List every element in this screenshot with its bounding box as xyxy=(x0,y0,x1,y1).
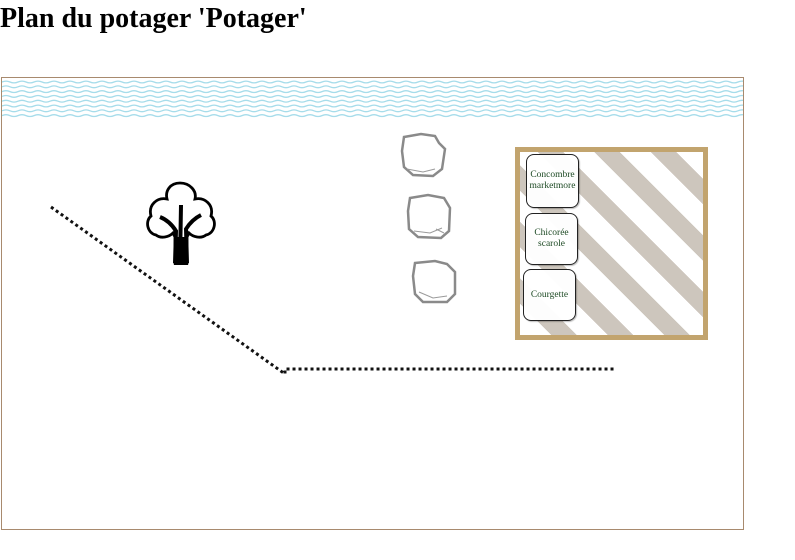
water-wave-line xyxy=(2,85,743,89)
raised-bed[interactable]: Concombre marketmore Chicorée scarole Co… xyxy=(515,147,708,340)
stone-icon[interactable] xyxy=(404,193,454,243)
water-wave-line xyxy=(2,90,743,94)
tree-icon[interactable] xyxy=(143,177,217,267)
water-wave-line xyxy=(2,80,743,84)
water-wave-line xyxy=(2,114,743,118)
water-strip[interactable] xyxy=(2,78,743,120)
stone-icon[interactable] xyxy=(409,258,459,308)
plant-chicoree-scarole[interactable]: Chicorée scarole xyxy=(525,213,578,265)
stone-icon[interactable] xyxy=(399,131,449,181)
water-wave-line xyxy=(2,104,743,108)
garden-plan: Concombre marketmore Chicorée scarole Co… xyxy=(1,77,744,530)
plant-label: Concombre marketmore xyxy=(529,170,576,191)
water-wave-line xyxy=(2,99,743,103)
page-title: Plan du potager 'Potager' xyxy=(0,3,307,34)
water-wave-line xyxy=(2,109,743,113)
plant-label: Courgette xyxy=(530,289,569,300)
plant-concombre-marketmore[interactable]: Concombre marketmore xyxy=(526,154,579,208)
water-wave-line xyxy=(2,94,743,98)
plant-courgette[interactable]: Courgette xyxy=(523,269,576,321)
plant-label: Chicorée scarole xyxy=(534,228,569,249)
dotted-path[interactable] xyxy=(2,78,743,529)
